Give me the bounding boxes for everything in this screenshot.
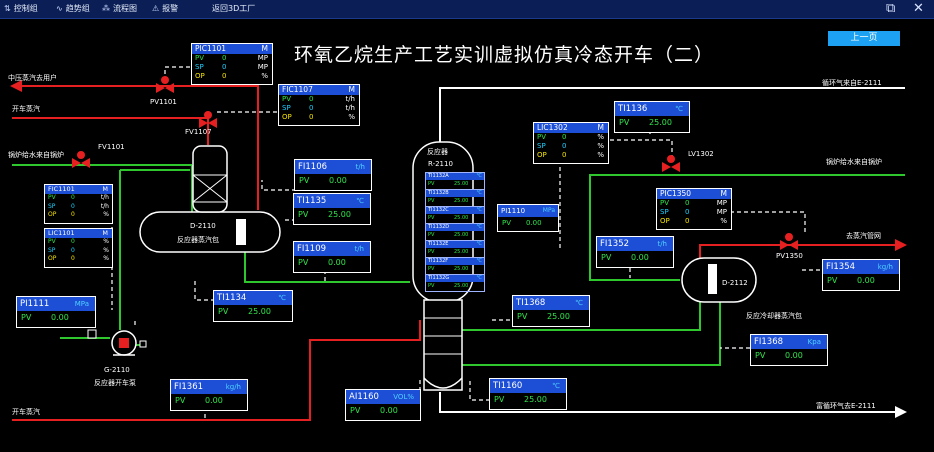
back-to-3d-button[interactable]: 返回3D工厂	[212, 4, 256, 13]
control-group-button[interactable]: ⇅控制组	[4, 4, 38, 13]
alarm-icon: ⚠	[152, 4, 160, 13]
alarm-button[interactable]: ⚠报警	[152, 4, 179, 13]
close-icon[interactable]: ✕	[913, 1, 924, 16]
fv1101-label: FV1101	[98, 143, 125, 151]
boiler-water-left-label: 锅炉给水来自锅炉	[8, 151, 64, 159]
restore-window-icon[interactable]: ⧉	[886, 1, 896, 16]
flow-diagram-icon: ⁂	[102, 4, 110, 13]
recycle-gas-in-label: 循环气来自E-2111	[822, 79, 882, 87]
control-group-icon: ⇅	[4, 4, 11, 13]
pv1101-label: PV1101	[150, 98, 177, 106]
d2110-desc: 反应器蒸汽包	[177, 236, 219, 244]
g2110-desc: 反应器开车泵	[94, 379, 136, 387]
pv1350-label: PV1350	[776, 252, 803, 260]
g2110-name: G-2110	[104, 366, 130, 374]
startup-steam-bottom-label: 开车蒸汽	[12, 408, 40, 416]
to-steam-net-label: 去蒸汽管网	[846, 232, 881, 240]
startup-steam-top-label: 开车蒸汽	[12, 105, 40, 113]
previous-page-button[interactable]: 上一页	[828, 31, 900, 46]
page-title: 环氧乙烷生产工艺实训虚拟仿真冷态开车（二）	[294, 44, 715, 66]
steam-to-user-label: 中压蒸汽去用户	[8, 74, 57, 82]
d2110-name: D-2110	[190, 222, 216, 230]
d2112-name: D-2112	[722, 279, 748, 287]
reactor-name: R-2110	[428, 160, 453, 168]
fv1107-label: FV1107	[185, 128, 212, 136]
trend-icon: ∿	[56, 4, 63, 13]
boiler-water-right-label: 锅炉给水来自锅炉	[826, 158, 882, 166]
lv1302-label: LV1302	[688, 150, 714, 158]
rich-gas-out-label: 富循环气去E-2111	[816, 402, 876, 410]
flow-diagram-button[interactable]: ⁂流程图	[102, 4, 137, 13]
top-toolbar: ⇅控制组 ∿趋势组 ⁂流程图 ⚠报警 返回3D工厂 ⧉ ✕	[0, 0, 934, 19]
reactor-title: 反应器	[427, 148, 448, 156]
trend-group-button[interactable]: ∿趋势组	[56, 4, 90, 13]
d2112-desc: 反应冷却器蒸汽包	[746, 312, 802, 320]
